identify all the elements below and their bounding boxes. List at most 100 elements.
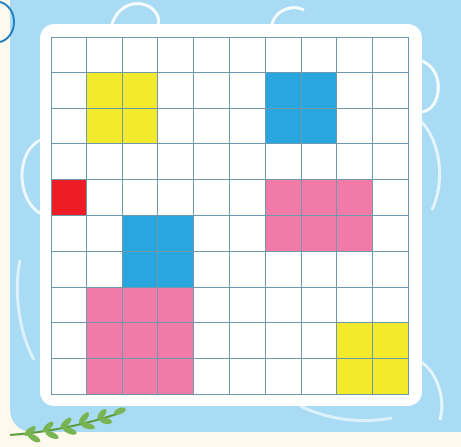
grid-cell-empty [230,323,266,359]
grid-cell-empty [266,359,302,395]
grid-cell-empty [337,109,373,145]
grid-cell-yellow [337,359,373,395]
grid-cell-empty [194,37,230,73]
grid-cell-pink [123,288,159,324]
grid-cell-yellow [123,73,159,109]
grid-cell-blue [158,252,194,288]
grid-cell-empty [230,359,266,395]
grid-cell-empty [373,144,409,180]
grid-cell-pink [302,216,338,252]
grid-cell-empty [266,144,302,180]
grid-cell-yellow [337,323,373,359]
grid-cell-empty [302,144,338,180]
grid-cell-blue [302,73,338,109]
grid-cell-empty [302,252,338,288]
grid-cell-empty [51,73,87,109]
leaf-sprig-decoration [8,405,128,447]
grid-cell-empty [266,252,302,288]
grid-cell-empty [87,144,123,180]
grid-cell-empty [87,252,123,288]
grid-cell-empty [194,216,230,252]
grid-cell-pink [158,359,194,395]
grid-cell-empty [51,252,87,288]
grid-cell-empty [123,144,159,180]
grid-cell-empty [302,359,338,395]
grid-cell-yellow [373,359,409,395]
grid-cell-empty [194,180,230,216]
grid-cell-blue [266,73,302,109]
grid-cell-empty [337,144,373,180]
grid-cell-pink [337,216,373,252]
grid-cell-pink [123,323,159,359]
grid-cell-empty [194,288,230,324]
grid-cell-pink [123,359,159,395]
puzzle-grid [51,37,409,395]
grid-cell-empty [194,359,230,395]
grid-cell-blue [123,216,159,252]
grid-cell-red [51,180,87,216]
grid-cell-empty [373,73,409,109]
grid-cell-empty [230,109,266,145]
grid-cell-empty [158,109,194,145]
grid-cell-pink [158,323,194,359]
grid-cell-pink [158,288,194,324]
grid-cell-empty [230,73,266,109]
grid-cell-empty [373,288,409,324]
grid-cell-pink [87,323,123,359]
grid-cell-pink [337,180,373,216]
grid-cell-yellow [87,109,123,145]
grid-cell-empty [373,252,409,288]
grid-cell-empty [51,144,87,180]
grid-cell-empty [373,37,409,73]
grid-cell-blue [158,216,194,252]
grid-cell-blue [302,109,338,145]
grid-cell-empty [302,323,338,359]
grid-cell-empty [194,252,230,288]
grid-cell-empty [337,37,373,73]
grid-cell-pink [266,180,302,216]
grid-cell-empty [302,37,338,73]
grid-cell-empty [194,73,230,109]
grid-cell-empty [51,109,87,145]
grid-cell-empty [266,37,302,73]
grid-cell-pink [266,216,302,252]
grid-cell-empty [230,144,266,180]
grid-cell-empty [158,73,194,109]
grid-cell-empty [194,323,230,359]
grid-cell-empty [266,323,302,359]
grid-cell-empty [230,180,266,216]
grid-cell-empty [123,180,159,216]
grid-cell-empty [373,109,409,145]
grid-cell-empty [337,252,373,288]
grid-cell-empty [194,144,230,180]
grid-cell-empty [158,144,194,180]
grid-cell-empty [302,288,338,324]
grid-cell-pink [302,180,338,216]
grid-cell-empty [51,37,87,73]
grid-cell-empty [230,252,266,288]
grid-cell-empty [51,323,87,359]
grid-cell-empty [158,37,194,73]
grid-cell-empty [373,180,409,216]
grid-cell-empty [373,216,409,252]
grid-cell-blue [266,109,302,145]
grid-cell-empty [87,37,123,73]
grid-cell-empty [51,359,87,395]
grid-cell-empty [230,37,266,73]
grid-cell-yellow [87,73,123,109]
grid-cell-empty [87,180,123,216]
grid-cell-pink [87,359,123,395]
grid-cell-empty [194,109,230,145]
grid-cell-yellow [123,109,159,145]
grid-cell-empty [230,216,266,252]
grid-cell-empty [158,180,194,216]
grid-cell-yellow [373,323,409,359]
grid-cell-empty [123,37,159,73]
grid-cell-empty [337,73,373,109]
grid-cell-pink [87,288,123,324]
grid-cell-empty [51,216,87,252]
grid-cell-empty [87,216,123,252]
grid-cell-empty [266,288,302,324]
grid-cell-empty [337,288,373,324]
grid-cell-empty [51,288,87,324]
